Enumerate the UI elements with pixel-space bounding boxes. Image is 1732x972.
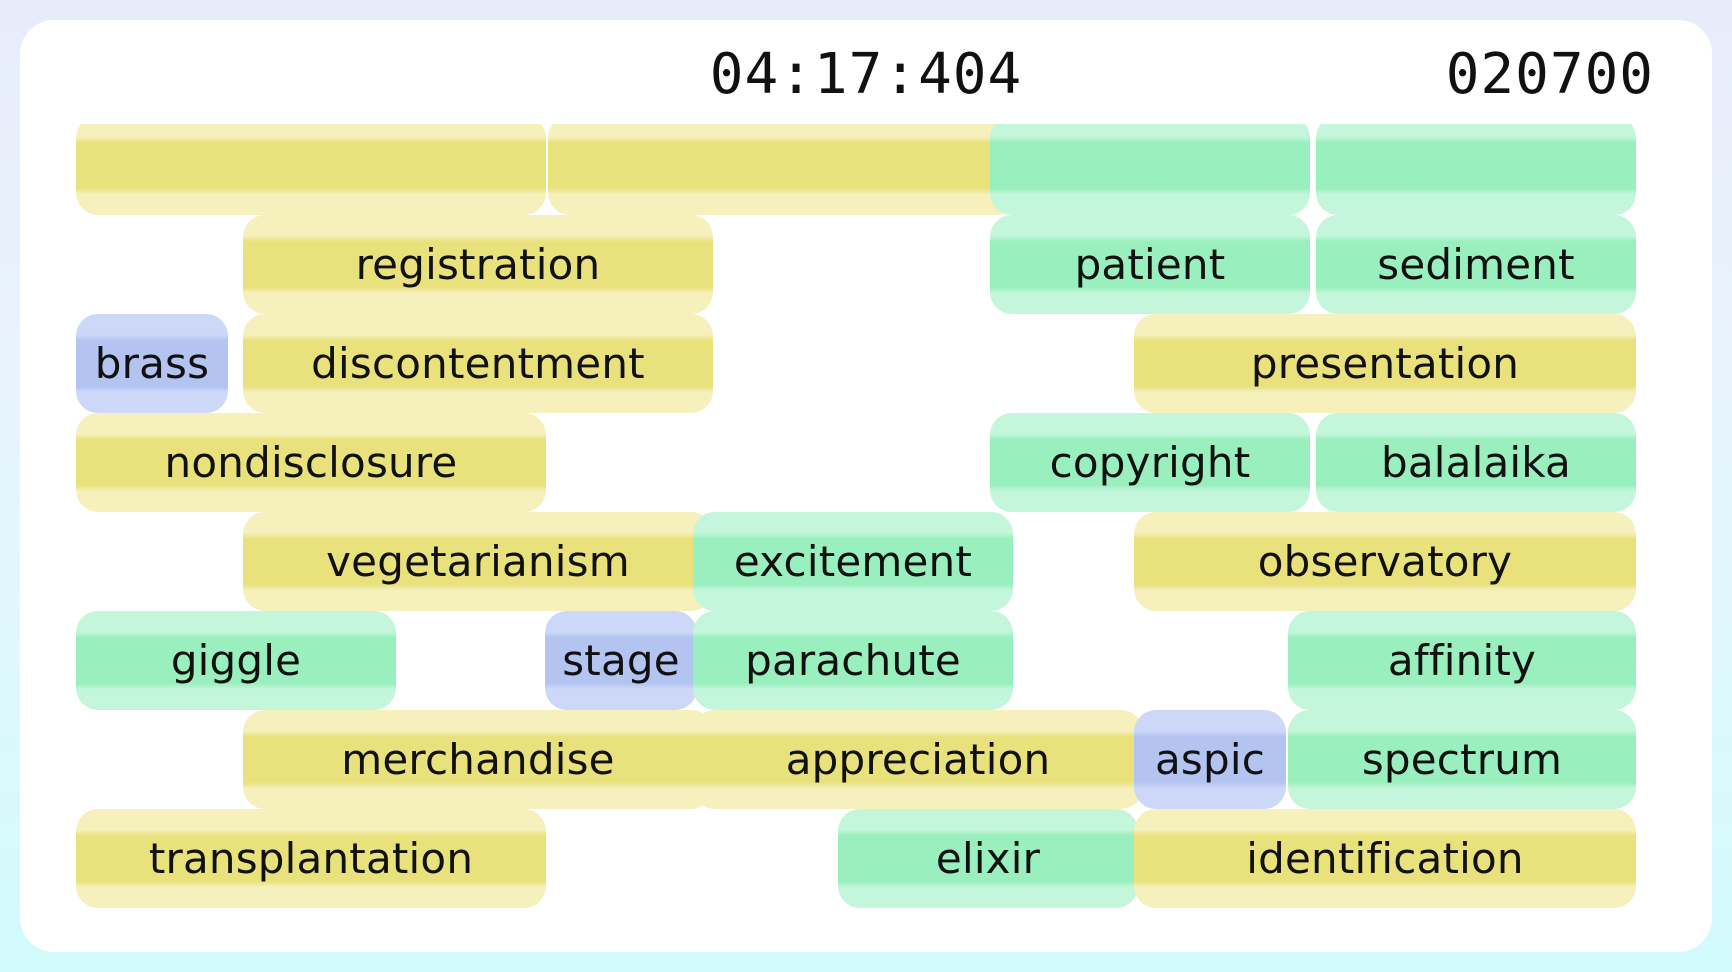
word-row: nondisclosure copyright balalaika bbox=[48, 413, 1684, 512]
word-pill-label: stage bbox=[562, 636, 680, 685]
word-pill-parachute[interactable]: parachute bbox=[693, 611, 1013, 710]
word-pill-stage[interactable]: stage bbox=[545, 611, 697, 710]
word-pill-merchandise[interactable]: merchandise bbox=[243, 710, 713, 809]
word-row: giggle stage parachute affinity bbox=[48, 611, 1684, 710]
word-pill-sediment[interactable]: sediment bbox=[1316, 215, 1636, 314]
word-pill-label: registration bbox=[355, 240, 601, 289]
word-pill-brass[interactable]: brass bbox=[76, 314, 228, 413]
word-row: vegetarianism excitement observatory bbox=[48, 512, 1684, 611]
word-pill-clipped[interactable] bbox=[76, 116, 546, 215]
word-pill-clipped[interactable] bbox=[548, 116, 1018, 215]
word-pill-nondisclosure[interactable]: nondisclosure bbox=[76, 413, 546, 512]
word-rows: registration patient sediment brass disconte… bbox=[48, 116, 1684, 908]
word-pill-patient[interactable]: patient bbox=[990, 215, 1310, 314]
word-pill-balalaika[interactable]: balalaika bbox=[1316, 413, 1636, 512]
word-pill-label: elixir bbox=[935, 834, 1041, 883]
word-pill-label: vegetarianism bbox=[326, 537, 630, 586]
word-pill-registration[interactable]: registration bbox=[243, 215, 713, 314]
word-pill-vegetarianism[interactable]: vegetarianism bbox=[243, 512, 713, 611]
word-row: registration patient sediment bbox=[48, 215, 1684, 314]
word-pill-aspic[interactable]: aspic bbox=[1134, 710, 1286, 809]
word-pill-label: sediment bbox=[1377, 240, 1575, 289]
word-pill-affinity[interactable]: affinity bbox=[1288, 611, 1636, 710]
word-pill-appreciation[interactable]: appreciation bbox=[693, 710, 1143, 809]
word-pill-label: copyright bbox=[1049, 438, 1251, 487]
word-pill-label: presentation bbox=[1250, 339, 1520, 388]
word-pill-transplantation[interactable]: transplantation bbox=[76, 809, 546, 908]
word-pill-clipped[interactable] bbox=[990, 116, 1310, 215]
word-pill-label: patient bbox=[1074, 240, 1226, 289]
word-pill-label: discontentment bbox=[311, 339, 645, 388]
word-pill-label: merchandise bbox=[341, 735, 615, 784]
word-board: registration patient sediment brass disconte… bbox=[20, 20, 1712, 952]
word-pill-label: spectrum bbox=[1361, 735, 1563, 784]
word-pill-excitement[interactable]: excitement bbox=[693, 512, 1013, 611]
word-pill-copyright[interactable]: copyright bbox=[990, 413, 1310, 512]
word-pill-observatory[interactable]: observatory bbox=[1134, 512, 1636, 611]
word-row: merchandise appreciation aspic spectrum bbox=[48, 710, 1684, 809]
word-row bbox=[48, 116, 1684, 215]
app-window: registration patient sediment brass disconte… bbox=[20, 20, 1712, 952]
word-pill-clipped[interactable] bbox=[1316, 116, 1636, 215]
word-pill-identification[interactable]: identification bbox=[1134, 809, 1636, 908]
word-pill-label: excitement bbox=[733, 537, 973, 586]
word-pill-elixir[interactable]: elixir bbox=[838, 809, 1138, 908]
word-pill-label: identification bbox=[1246, 834, 1524, 883]
word-pill-spectrum[interactable]: spectrum bbox=[1288, 710, 1636, 809]
word-pill-label: parachute bbox=[745, 636, 961, 685]
word-pill-discontentment[interactable]: discontentment bbox=[243, 314, 713, 413]
word-pill-label: appreciation bbox=[785, 735, 1051, 784]
word-pill-label: aspic bbox=[1154, 735, 1266, 784]
word-pill-label: observatory bbox=[1257, 537, 1513, 586]
word-pill-giggle[interactable]: giggle bbox=[76, 611, 396, 710]
word-pill-label: giggle bbox=[170, 636, 302, 685]
word-pill-label: brass bbox=[94, 339, 210, 388]
word-pill-label: nondisclosure bbox=[164, 438, 458, 487]
word-pill-label: balalaika bbox=[1380, 438, 1571, 487]
word-pill-presentation[interactable]: presentation bbox=[1134, 314, 1636, 413]
word-pill-label: affinity bbox=[1387, 636, 1537, 685]
word-row: brass discontentment presentation bbox=[48, 314, 1684, 413]
word-pill-label: transplantation bbox=[148, 834, 474, 883]
word-row: transplantation elixir identification bbox=[48, 809, 1684, 908]
